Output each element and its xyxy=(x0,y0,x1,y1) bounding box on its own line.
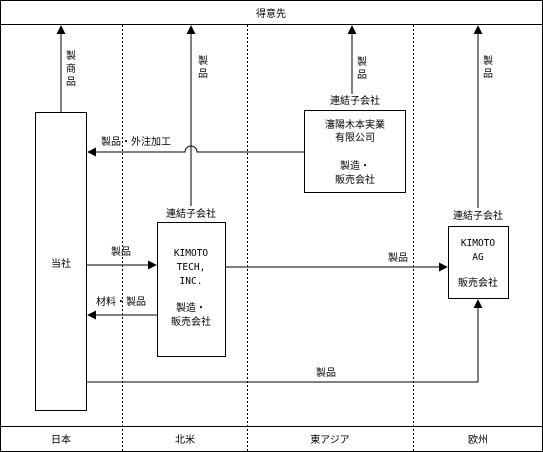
china-to-self-label: 製品・外注加工 xyxy=(101,135,171,148)
china-to-customer-label-2: 品 xyxy=(357,69,367,81)
region-label-east-asia: 東アジア xyxy=(310,433,350,446)
china-subsidiary-box xyxy=(304,110,406,193)
us-subsidiary-tag: 連結子会社 xyxy=(166,207,216,220)
eu-subsidiary-role: 販売会社 xyxy=(458,276,498,289)
self-company-name: 当社 xyxy=(51,257,71,270)
us-subsidiary-name-2: TECH, xyxy=(177,262,206,273)
china-subsidiary-name-2: 有限公司 xyxy=(335,131,375,144)
self-to-customer-label-1: 製 xyxy=(66,49,76,62)
us-to-self-label: 材料・製品 xyxy=(96,295,146,308)
customers-title: 得意先 xyxy=(256,7,286,20)
eu-to-customer-label-1: 製 xyxy=(483,54,493,67)
eu-subsidiary-box xyxy=(448,226,509,299)
us-subsidiary-role-1: 製造・ xyxy=(176,301,206,314)
eu-subsidiary-name-1: KIMOTO xyxy=(461,238,496,249)
china-subsidiary-tag: 連結子会社 xyxy=(330,94,380,107)
eu-subsidiary-tag: 連結子会社 xyxy=(453,209,503,222)
china-subsidiary-name-1: 瀋陽木本実業 xyxy=(325,118,385,131)
self-to-customer-label-3: 品 xyxy=(66,76,76,88)
us-to-eu-label: 製品 xyxy=(388,251,408,264)
us-subsidiary-name-1: KIMOTO xyxy=(174,248,209,259)
eu-to-customer-label-2: 品 xyxy=(483,68,493,80)
us-subsidiary-box xyxy=(157,222,226,357)
self-to-us-label: 製品 xyxy=(111,245,131,258)
self-to-customer-label-2: 商 xyxy=(66,62,76,75)
self-company-box xyxy=(35,112,87,411)
china-to-self-arrow xyxy=(87,145,304,157)
region-label-japan: 日本 xyxy=(51,433,71,446)
china-subsidiary-role-1: 製造・ xyxy=(340,159,370,172)
self-to-eu-arrow xyxy=(87,299,483,383)
region-label-north-america: 北米 xyxy=(175,433,195,446)
us-subsidiary-role-2: 販売会社 xyxy=(171,315,211,328)
us-to-customer-label-1: 製 xyxy=(198,54,208,67)
eu-subsidiary-name-2: AG xyxy=(472,252,484,263)
us-to-customer-label-2: 品 xyxy=(198,68,208,80)
us-subsidiary-name-3: INC. xyxy=(180,276,203,287)
self-to-eu-label: 製品 xyxy=(316,366,336,379)
china-subsidiary-role-2: 販売会社 xyxy=(335,173,375,186)
china-to-customer-label-1: 製 xyxy=(357,55,367,68)
region-label-europe: 欧州 xyxy=(468,434,488,446)
